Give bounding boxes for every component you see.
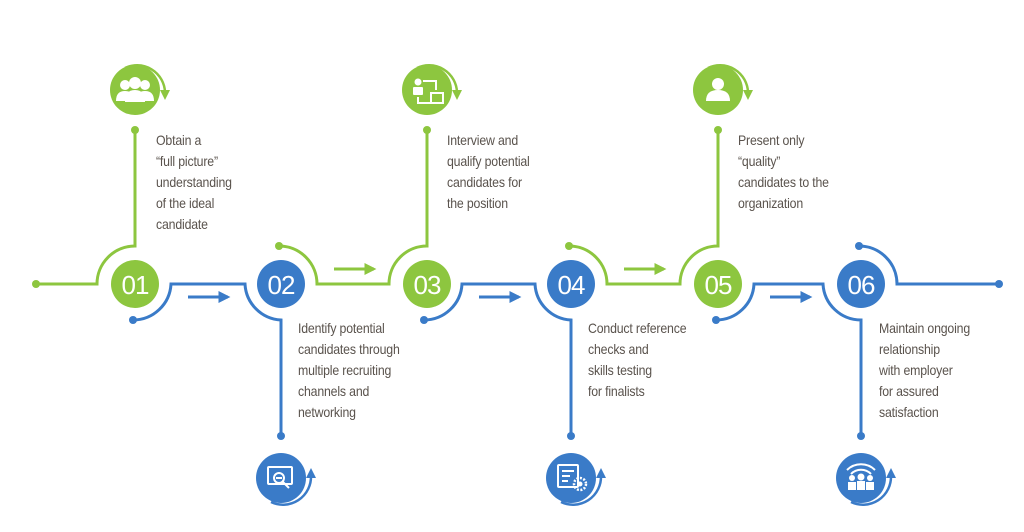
- step-01-number-badge: 01: [111, 260, 159, 308]
- connector-01-02: [129, 282, 285, 440]
- step-04-number-badge: 04: [547, 260, 595, 308]
- team-wifi-icon: [836, 453, 896, 506]
- step-number: 02: [268, 270, 295, 300]
- step-05-number-badge: 05: [694, 260, 742, 308]
- group-people-icon: [110, 64, 170, 115]
- step-01-description: Obtain a “full picture” understanding of…: [156, 132, 232, 232]
- step-number: 06: [848, 270, 875, 300]
- step-06-description: Maintain ongoing relationship with emplo…: [879, 320, 971, 420]
- step-number: 04: [558, 270, 585, 300]
- step-03-description: Interview and qualify potential candidat…: [447, 132, 530, 211]
- step-01-connector: [32, 126, 139, 288]
- connector-05-06: [712, 242, 1003, 440]
- step-02-number-badge: 02: [257, 260, 305, 308]
- document-gear-icon: [546, 453, 606, 506]
- monitor-search-icon: [256, 453, 316, 506]
- step-03-number-badge: 03: [403, 260, 451, 308]
- step-02-description: Identify potential candidates through mu…: [298, 320, 400, 420]
- connector-04-05: [565, 126, 722, 286]
- step-05-description: Present only “quality” candidates to the…: [738, 132, 829, 211]
- connector-02-03: [275, 126, 431, 286]
- step-number: 01: [122, 270, 149, 300]
- step-number: 05: [705, 270, 732, 300]
- interview-flow-icon: [402, 64, 462, 115]
- step-04-description: Conduct reference checks and skills test…: [588, 320, 687, 399]
- connector-03-04: [420, 282, 575, 440]
- step-number: 03: [414, 270, 441, 300]
- step-06-number-badge: 06: [837, 260, 885, 308]
- single-person-icon: [693, 64, 753, 115]
